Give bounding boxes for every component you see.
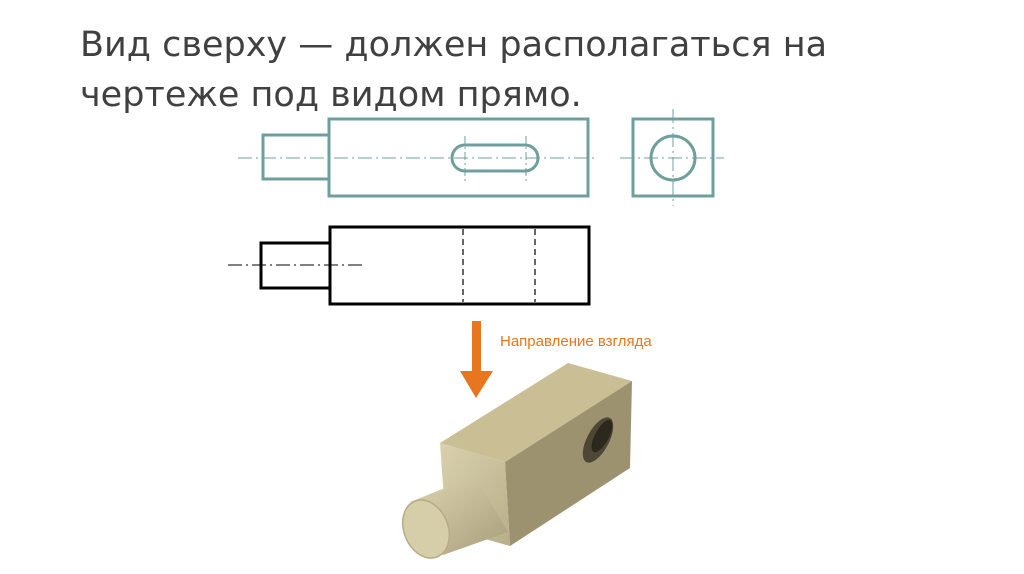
top-view-body <box>328 225 591 306</box>
top-view <box>228 225 591 306</box>
slide-title: Вид сверху — должен располагаться на чер… <box>80 20 960 120</box>
part-slot-hole-inner <box>591 419 613 453</box>
slide-title-line-1: Вид сверху — должен располагаться на <box>80 25 828 65</box>
part-shaft-end-face <box>402 499 450 559</box>
side-view <box>620 109 724 206</box>
slide-title-line-2: чертеже под видом прямо. <box>80 75 582 115</box>
view-direction-label: Направление взгляда <box>500 333 652 350</box>
part-3d <box>401 363 632 559</box>
part-shaft-end-edge <box>401 499 451 559</box>
front-view-shaft <box>261 133 331 181</box>
part-body-top-face <box>440 363 632 462</box>
front-view <box>238 117 596 198</box>
arrow-down-icon <box>460 321 493 398</box>
